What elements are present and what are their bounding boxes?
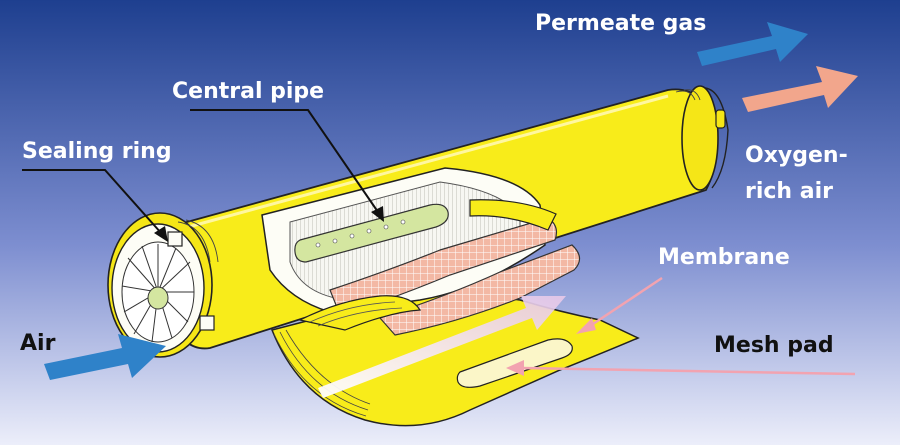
- flap-lines: [309, 301, 403, 327]
- hub-pipe-end: [147, 286, 169, 310]
- right-end-cap: [681, 85, 719, 191]
- label-sealing-ring: Sealing ring: [22, 139, 172, 164]
- label-air: Air: [20, 331, 56, 356]
- sealing-ring-pointer: [22, 169, 168, 242]
- permeate-gas-arrow: [697, 22, 808, 66]
- ring-notch-top: [167, 231, 183, 247]
- ring-notch-bottom: [199, 315, 215, 331]
- label-central-pipe: Central pipe: [172, 79, 324, 104]
- mesh-pad-slot: [456, 338, 573, 388]
- label-membrane: Membrane: [658, 245, 790, 270]
- right-cap-grooves: [675, 89, 701, 101]
- label-oxygen-rich-air-line2: rich air: [745, 179, 833, 204]
- central-pipe-pointer: [190, 109, 384, 222]
- flow-through-light-arrow: [318, 296, 566, 398]
- central-pipe: [294, 203, 449, 263]
- mesh-pad-pointer: [506, 360, 856, 376]
- membrane-mesh-band-2: [378, 244, 581, 336]
- oxygen-rich-air-arrow: [742, 66, 858, 112]
- label-oxygen-rich-air-line1: Oxygen-: [745, 143, 848, 168]
- label-permeate-gas: Permeate gas: [535, 11, 706, 36]
- central-pipe-holes: [315, 219, 406, 248]
- air-inlet-arrow: [44, 334, 166, 380]
- left-cap-grooves: [177, 219, 219, 263]
- membrane-pointer: [576, 276, 663, 334]
- sheet-edge-stripes: [273, 329, 371, 417]
- right-outlet-stub: [715, 109, 726, 129]
- label-mesh-pad: Mesh pad: [714, 333, 834, 358]
- right-end-rim: [704, 87, 729, 189]
- membrane-flap-upper: [469, 199, 557, 231]
- cylinder-highlight: [169, 94, 669, 234]
